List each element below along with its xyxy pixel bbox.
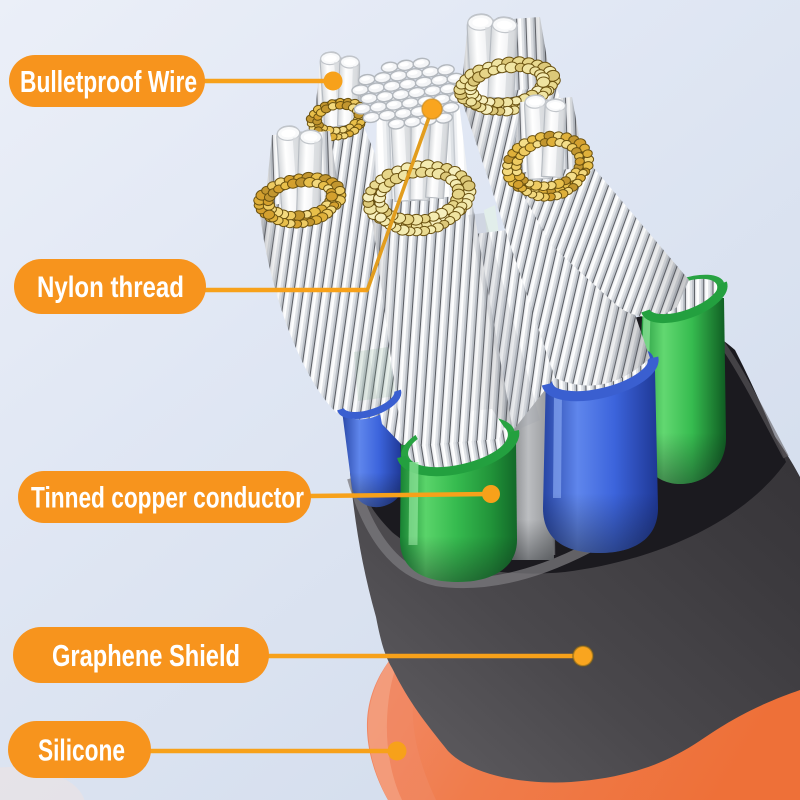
svg-text:Graphene Shield: Graphene Shield bbox=[52, 638, 240, 673]
svg-text:Bulletproof Wire: Bulletproof Wire bbox=[20, 64, 197, 99]
svg-text:Tinned copper conductor: Tinned copper conductor bbox=[31, 482, 304, 515]
svg-text:Nylon thread: Nylon thread bbox=[37, 271, 184, 304]
svg-text:Silicone: Silicone bbox=[38, 733, 125, 768]
